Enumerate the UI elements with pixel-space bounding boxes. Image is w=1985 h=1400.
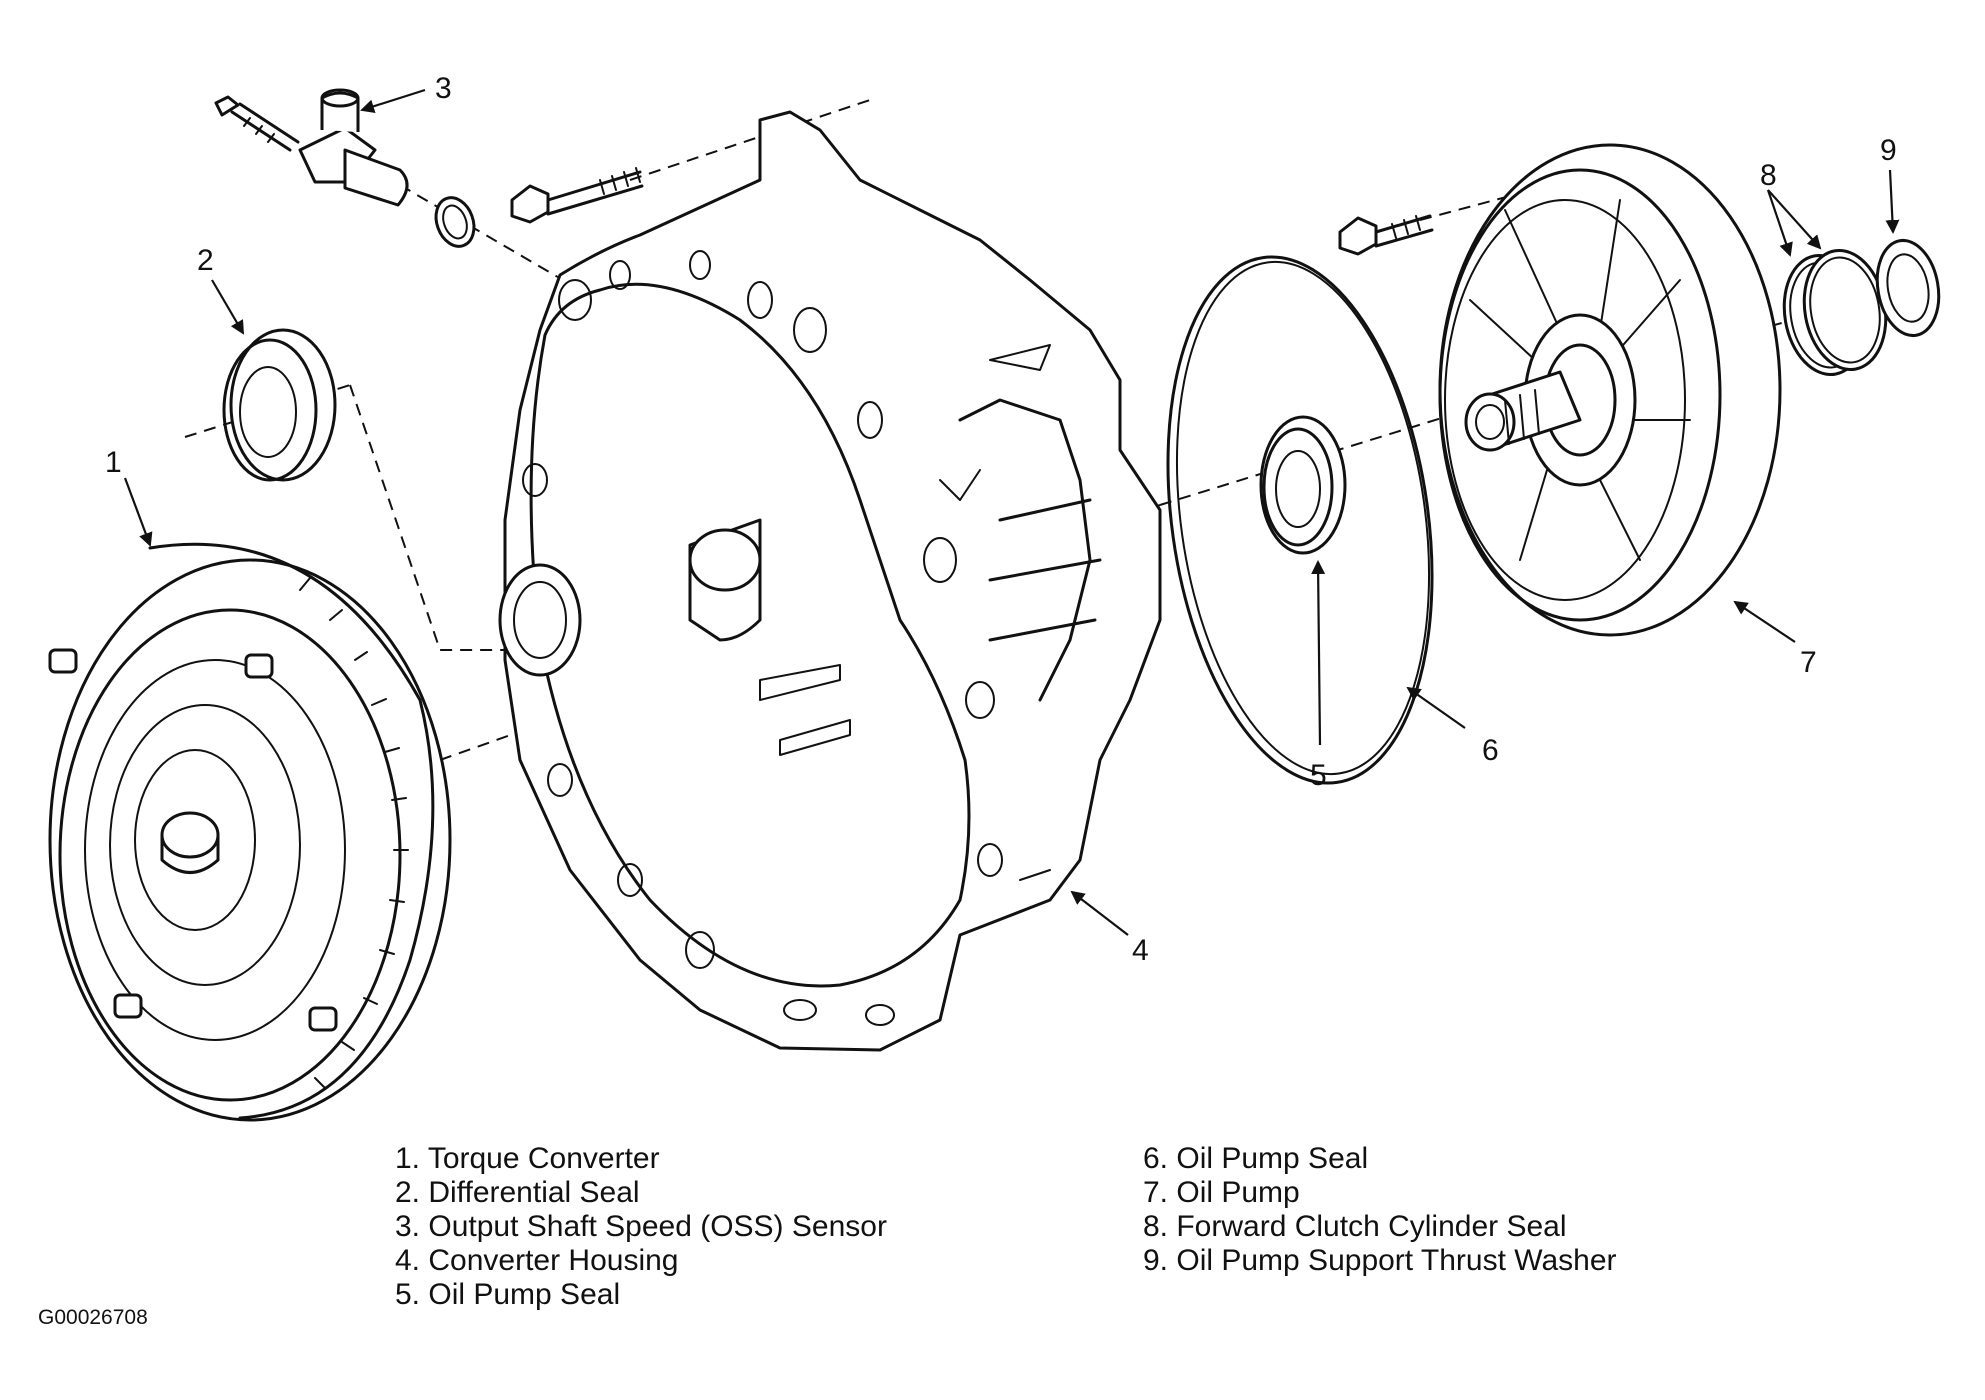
callout-1: 1 [105, 446, 122, 479]
oil-pump-lip-seal [1259, 415, 1347, 555]
callout-6: 6 [1482, 734, 1499, 767]
callout-labels: 1 2 3 4 5 6 7 8 9 [105, 72, 1897, 967]
callout-2: 2 [197, 244, 214, 277]
figure-id: G00026708 [38, 1306, 148, 1329]
legend-item: 7. Oil Pump [1143, 1176, 1300, 1209]
legend-item: 1. Torque Converter [395, 1142, 660, 1175]
housing-bolt [510, 167, 644, 224]
converter-housing [498, 110, 1162, 1052]
legend-item: 2. Differential Seal [395, 1176, 640, 1209]
oss-sensor [214, 88, 476, 248]
callout-4: 4 [1132, 934, 1149, 967]
legend-right: 6. Oil Pump Seal 7. Oil Pump 8. Forward … [1143, 1142, 1617, 1278]
callout-7: 7 [1800, 646, 1817, 679]
differential-seal [222, 328, 337, 482]
torque-converter [48, 542, 452, 1122]
legend-item: 3. Output Shaft Speed (OSS) Sensor [395, 1210, 887, 1243]
leader-lines [123, 88, 1900, 936]
legend-item: 4. Converter Housing [395, 1244, 679, 1277]
callout-9: 9 [1880, 134, 1897, 167]
callout-5: 5 [1310, 759, 1327, 792]
converter-studs [48, 648, 338, 1032]
oil-pump [1438, 143, 1782, 637]
forward-clutch-seals [1782, 249, 1888, 376]
oil-pump-o-ring [1166, 255, 1434, 785]
legend-left: 1. Torque Converter 2. Differential Seal… [395, 1142, 887, 1312]
thrust-washer [1875, 238, 1941, 338]
legend-item: 5. Oil Pump Seal [395, 1278, 621, 1311]
callout-8: 8 [1760, 159, 1777, 192]
legend-item: 8. Forward Clutch Cylinder Seal [1143, 1210, 1567, 1243]
legend-item: 9. Oil Pump Support Thrust Washer [1143, 1244, 1617, 1277]
pump-bolt [1338, 214, 1434, 256]
legend-item: 6. Oil Pump Seal [1143, 1142, 1369, 1175]
callout-3: 3 [435, 72, 452, 105]
